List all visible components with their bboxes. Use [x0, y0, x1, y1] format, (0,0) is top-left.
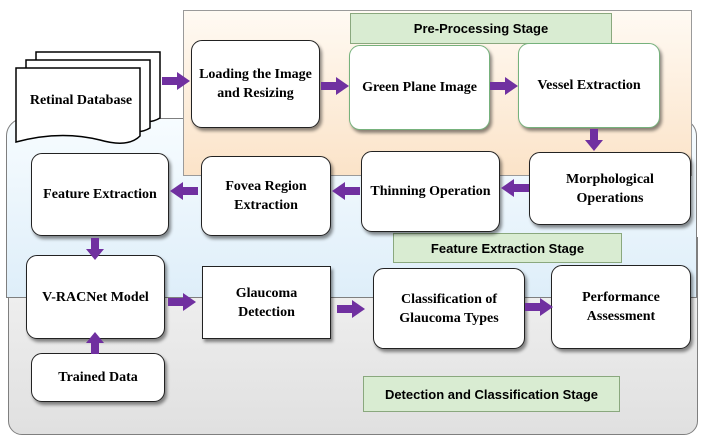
arrow-down-icon [86, 238, 104, 260]
detection-classification-stage-label: Detection and Classification Stage [363, 376, 620, 412]
classification-node: Classification of Glaucoma Types [373, 268, 525, 349]
arrow-right-icon [321, 77, 349, 95]
thinning-operation-node: Thinning Operation [361, 151, 500, 232]
arrow-right-icon [162, 72, 190, 90]
arrow-left-icon [170, 182, 198, 200]
retinal-database-node: Retinal Database [29, 92, 133, 108]
vessel-extraction-node: Vessel Extraction [518, 43, 660, 128]
arrow-right-icon [168, 293, 196, 311]
glaucoma-detection-node: Glaucoma Detection [202, 266, 331, 339]
arrow-left-icon [501, 179, 529, 197]
arrow-right-icon [525, 298, 553, 316]
trained-data-node: Trained Data [31, 353, 165, 402]
arrow-up-icon [86, 332, 104, 354]
performance-assessment-node: Performance Assessment [551, 265, 691, 349]
arrow-right-icon [337, 300, 365, 318]
arrow-left-icon [332, 182, 360, 200]
pre-processing-stage-label: Pre-Processing Stage [350, 13, 612, 44]
arrow-down-icon [585, 129, 603, 151]
vracnet-model-node: V-RACNet Model [26, 255, 165, 339]
morphological-operations-node: Morphological Operations [529, 152, 691, 225]
fovea-region-node: Fovea Region Extraction [201, 156, 331, 236]
arrow-right-icon [490, 77, 518, 95]
loading-resizing-node: Loading the Image and Resizing [191, 40, 320, 128]
feature-extraction-stage-label: Feature Extraction Stage [393, 233, 622, 263]
feature-extraction-node: Feature Extraction [31, 153, 169, 236]
green-plane-node: Green Plane Image [349, 45, 490, 130]
